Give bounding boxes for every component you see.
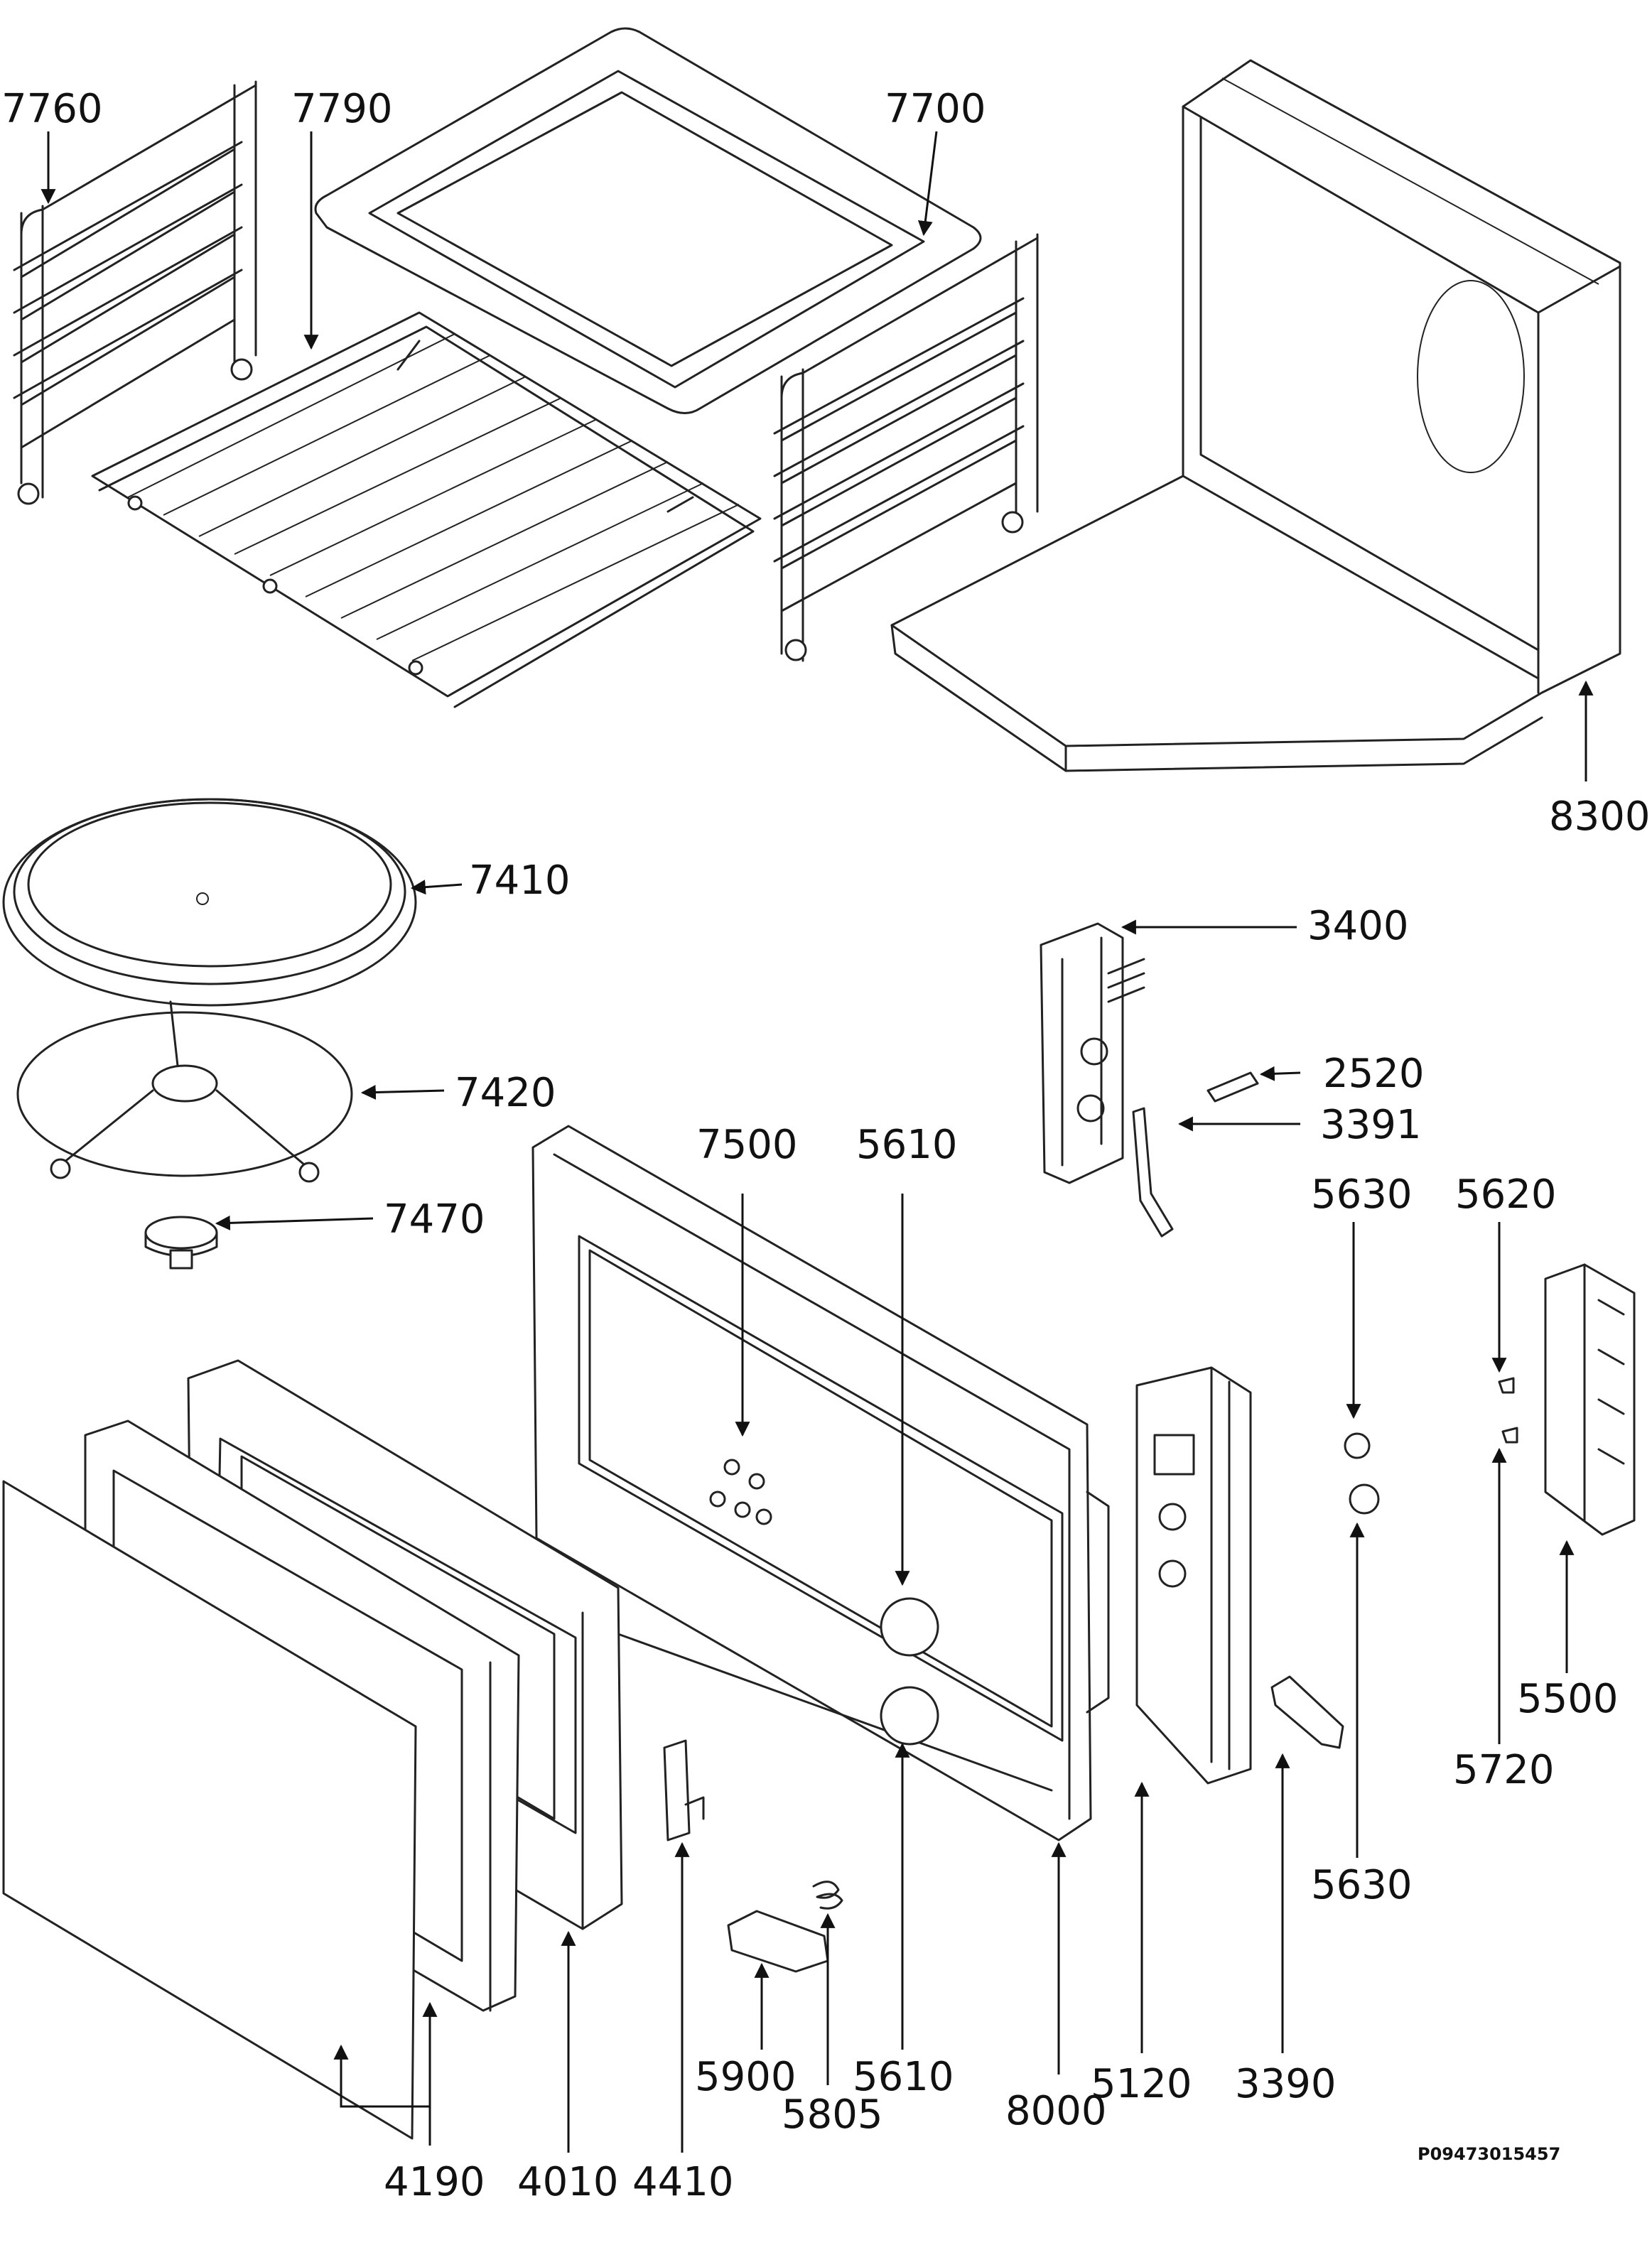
door-frame xyxy=(531,1125,1110,1841)
label-3400: 3400 xyxy=(1307,903,1409,949)
shelf-support-left xyxy=(13,80,257,505)
label-8000: 8000 xyxy=(1005,2088,1107,2134)
label-5805: 5805 xyxy=(782,2092,883,2138)
label-5120: 5120 xyxy=(1091,2061,1192,2107)
turntable-plate xyxy=(2,798,417,1007)
wire-rack xyxy=(91,311,762,708)
label-5900: 5900 xyxy=(695,2054,797,2100)
label-5620: 5620 xyxy=(1455,1172,1557,1218)
label-7790: 7790 xyxy=(291,86,393,132)
door-latch xyxy=(1270,1675,1344,1749)
control-panel xyxy=(1135,1366,1252,1785)
shelf-support-right xyxy=(773,233,1039,662)
label-5630-top: 5630 xyxy=(1311,1172,1413,1218)
electronic-module xyxy=(1544,1263,1636,1536)
label-7470: 7470 xyxy=(384,1196,485,1243)
fuse xyxy=(1206,1071,1259,1103)
label-4010: 4010 xyxy=(517,2159,619,2205)
label-3391: 3391 xyxy=(1320,1102,1422,1148)
knob-insert-top xyxy=(1344,1432,1371,1459)
screw-bottom xyxy=(1501,1427,1518,1444)
label-7410: 7410 xyxy=(469,858,571,904)
label-5610-top: 5610 xyxy=(856,1122,958,1168)
label-4190: 4190 xyxy=(384,2159,485,2205)
release-button xyxy=(727,1910,829,1973)
control-board xyxy=(1040,922,1145,1184)
label-7500: 7500 xyxy=(696,1122,798,1168)
door-outer-frame xyxy=(2,1419,520,2140)
screw-top xyxy=(1498,1377,1515,1394)
label-7420: 7420 xyxy=(455,1070,556,1116)
label-8300: 8300 xyxy=(1549,794,1651,840)
document-id: P09473015457 xyxy=(1418,2144,1560,2164)
label-5610-bottom: 5610 xyxy=(853,2054,954,2100)
door-clips xyxy=(709,1459,772,1525)
label-5630-bottom: 5630 xyxy=(1311,1862,1413,1908)
knob-insert-bottom xyxy=(1349,1483,1380,1515)
door-interlock xyxy=(663,1739,705,1841)
switch-lever xyxy=(1132,1107,1174,1238)
label-7760: 7760 xyxy=(1,86,103,132)
label-7700: 7700 xyxy=(885,86,986,132)
oven-cavity xyxy=(890,59,1621,772)
spring xyxy=(812,1881,843,1910)
label-2520: 2520 xyxy=(1323,1051,1425,1097)
label-5500: 5500 xyxy=(1517,1676,1619,1722)
part-labels: 7760 7790 7700 8300 7410 7420 7470 3400 … xyxy=(1,86,1651,2205)
roller-ring xyxy=(16,1000,353,1183)
label-4410: 4410 xyxy=(632,2159,734,2205)
leader-lines xyxy=(41,131,1594,2153)
label-5720: 5720 xyxy=(1453,1747,1555,1793)
label-3390: 3390 xyxy=(1235,2061,1337,2107)
turntable-coupler xyxy=(144,1216,218,1270)
baking-tray xyxy=(314,27,982,414)
